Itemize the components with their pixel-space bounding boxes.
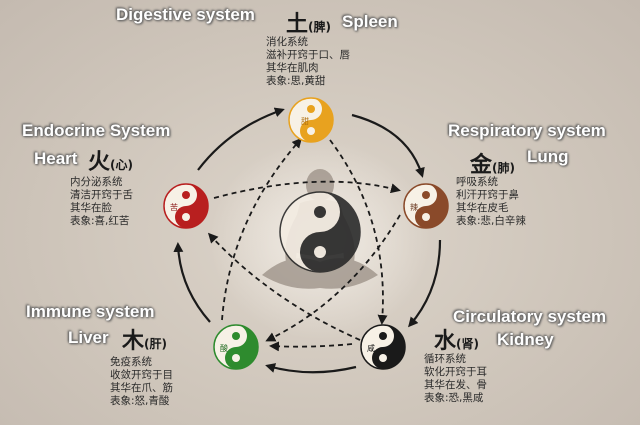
wood-char: 木 (122, 329, 145, 354)
fire-english-label: Endocrine System (22, 121, 171, 140)
wood-english-label-2: Liver (68, 328, 109, 347)
fire-char: 火 (88, 150, 111, 175)
dash-water-to-wood (269, 341, 353, 352)
wood-desc-line: 其华在爪、筋 (110, 382, 173, 394)
wood-description: 免疫系统 收敛开窍于目 其华在爪、筋 表象:怒,青酸 (110, 356, 173, 408)
earth-char: 土 (286, 12, 309, 37)
dash-water-to-fire (207, 232, 361, 341)
water-english-label-2: Kidney (497, 330, 554, 349)
earth-organ: (脾) (308, 20, 331, 34)
wood-chinese-label: 木(肝) (122, 323, 167, 355)
dash-fire-to-metal (213, 180, 401, 199)
arrow-earth-to-metal (351, 113, 425, 178)
water-description: 循环系统 软化开窍于耳 其华在发、骨 表象:恐,黑咸 (424, 353, 487, 405)
water-desc-line: 软化开窍于耳 (424, 366, 487, 378)
metal-char: 金 (470, 153, 493, 178)
earth-desc-line: 表象:思,黄甜 (266, 75, 326, 87)
wood-badge-text: 酸 (220, 343, 228, 353)
metal-desc-line: 利汗开窍于鼻 (456, 189, 519, 201)
water-desc-line: 其华在发、骨 (424, 379, 487, 391)
metal-yin-yang-icon: 辣 (403, 183, 449, 229)
water-organ: (肾) (456, 337, 479, 351)
earth-desc-line: 消化系统 (266, 36, 308, 48)
wood-desc-line: 收敛开窍于目 (110, 369, 173, 381)
metal-desc-line: 表象:悲,白辛辣 (456, 215, 526, 227)
central-yin-yang-icon (279, 191, 361, 273)
fire-desc-line: 内分泌系统 (70, 176, 123, 188)
metal-english-label-2: Lung (527, 147, 569, 166)
dash-metal-to-wood (265, 214, 401, 342)
fire-desc-line: 清洁开窍于舌 (70, 189, 133, 201)
water-english-label: Circulatory system (453, 307, 607, 326)
earth-desc-line: 其华在肌肉 (266, 62, 319, 74)
water-desc-line: 表象:恐,黑咸 (424, 392, 484, 404)
fire-organ: (心) (110, 158, 133, 172)
wood-desc-line: 免疫系统 (110, 356, 152, 368)
fire-yin-yang-icon: 苦 (163, 183, 209, 229)
metal-chinese-label: 金(肺) (470, 147, 515, 179)
dash-wood-to-earth (221, 137, 302, 321)
arrow-metal-to-water (408, 239, 442, 328)
earth-badge-text: 甜 (301, 116, 309, 126)
fire-desc-line: 表象:喜,红苦 (70, 215, 130, 227)
earth-desc-line: 滋补开窍于口、唇 (266, 49, 350, 61)
metal-english-label: Respiratory system (448, 121, 606, 140)
arrow-water-to-wood (265, 363, 357, 374)
water-desc-line: 循环系统 (424, 353, 466, 365)
fire-english-label-2: Heart (34, 149, 78, 168)
fire-description: 内分泌系统 清洁开窍于舌 其华在脸 表象:喜,红苦 (70, 176, 133, 228)
metal-description: 呼吸系统 利汗开窍于鼻 其华在皮毛 表象:悲,白辛辣 (456, 176, 526, 228)
earth-description: 消化系统 滋补开窍于口、唇 其华在肌肉 表象:思,黄甜 (266, 36, 350, 88)
water-yin-yang-icon: 咸 (360, 324, 406, 370)
water-char: 水 (434, 329, 457, 354)
arrow-fire-to-earth (197, 107, 285, 171)
earth-chinese-label: 土(脾) (286, 6, 331, 38)
water-chinese-label: 水(肾) (434, 323, 479, 355)
metal-desc-line: 呼吸系统 (456, 176, 498, 188)
fire-chinese-label: 火(心) (88, 144, 133, 176)
metal-desc-line: 其华在皮毛 (456, 202, 509, 214)
wood-organ: (肝) (144, 337, 167, 351)
earth-yin-yang-icon: 甜 (288, 97, 334, 143)
earth-english-label: Digestive system (116, 5, 255, 24)
arrow-wood-to-fire (173, 242, 211, 323)
fire-badge-text: 苦 (170, 202, 178, 212)
fire-desc-line: 其华在脸 (70, 202, 112, 214)
water-badge-text: 咸 (367, 343, 375, 353)
earth-english-label-2: Spleen (342, 12, 398, 31)
wood-english-label: Immune system (26, 302, 155, 321)
metal-badge-text: 辣 (410, 202, 418, 212)
wood-desc-line: 表象:怒,青酸 (110, 395, 170, 407)
wood-yin-yang-icon: 酸 (213, 324, 259, 370)
metal-organ: (肺) (492, 161, 515, 175)
